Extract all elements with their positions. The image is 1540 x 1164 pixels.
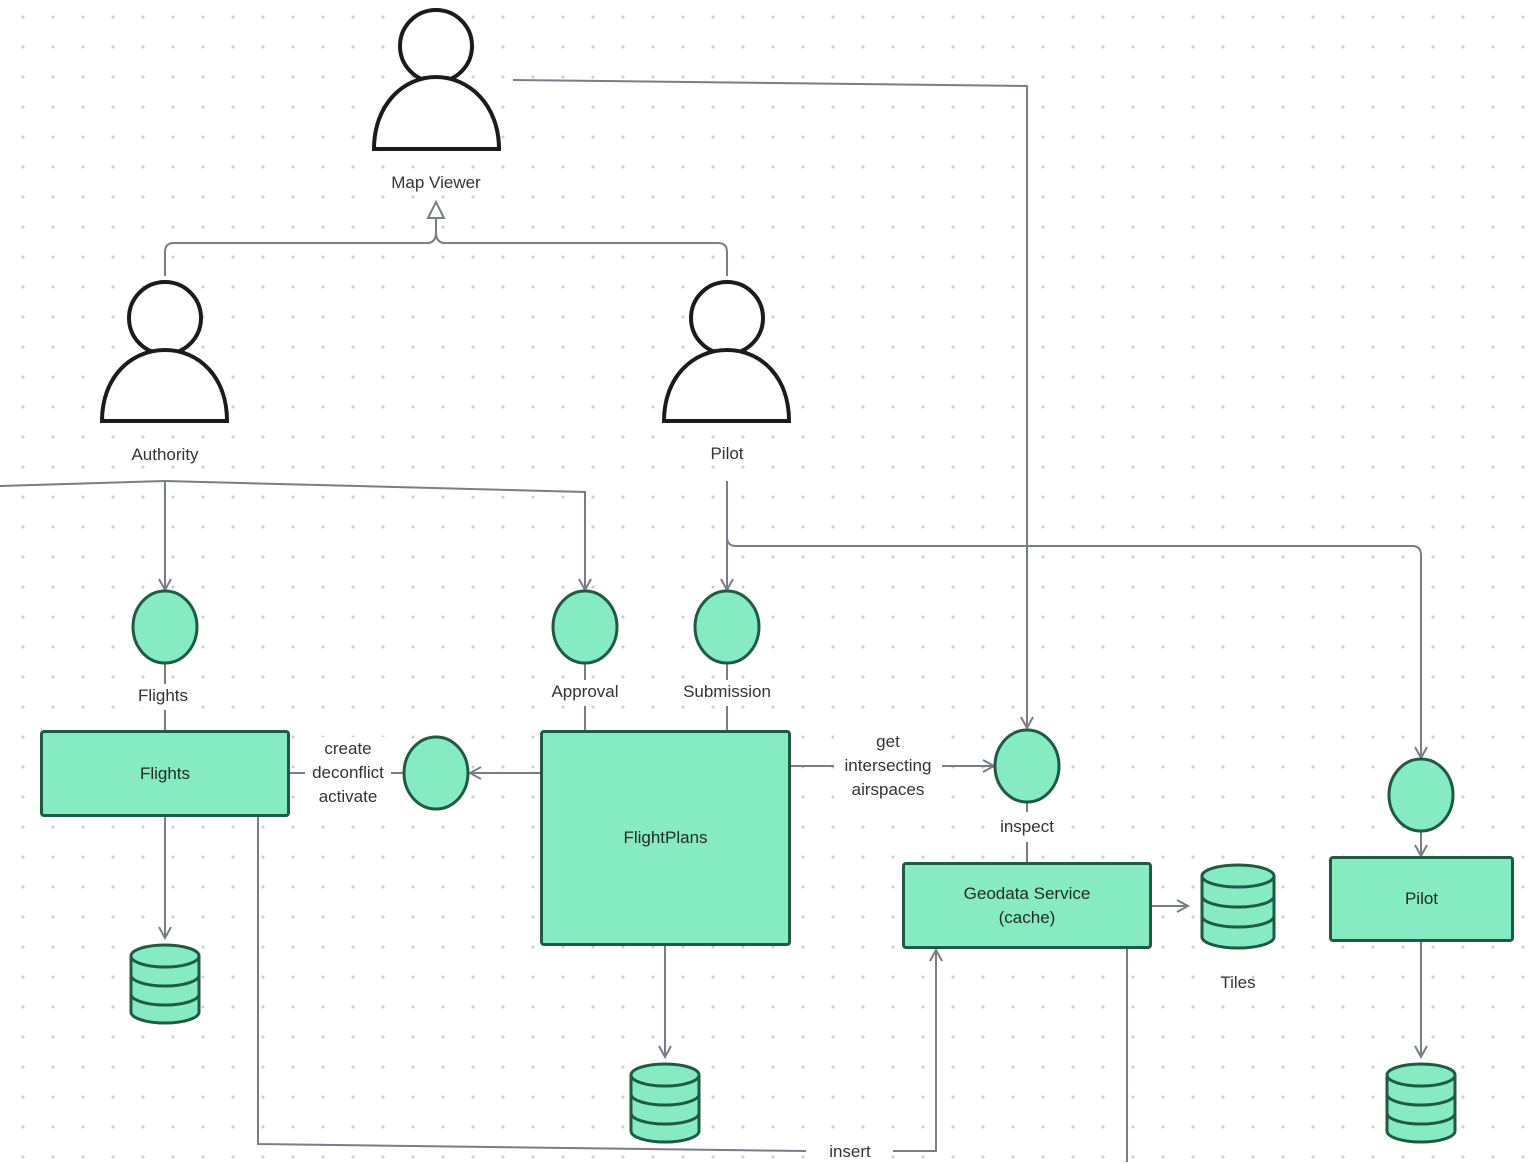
connector-mapviewer-inspect: [512, 79, 1027, 728]
label-get-intersecting-airspaces: get intersecting airspaces: [834, 730, 942, 802]
interface-flights-label: Flights: [125, 684, 201, 708]
interface-create-circle[interactable]: [402, 735, 470, 811]
component-flightplans[interactable]: FlightPlans: [540, 730, 791, 946]
connector-pilot-pilotinterface: [726, 505, 1421, 758]
database-flightplans-icon: [629, 1062, 701, 1144]
component-pilot[interactable]: Pilot: [1329, 856, 1514, 942]
interface-pilot-circle[interactable]: [1387, 757, 1455, 833]
label-tiles: Tiles: [1220, 973, 1256, 992]
interface-submission-circle[interactable]: [693, 589, 761, 665]
database-pilot-icon: [1385, 1062, 1457, 1144]
database-tiles-icon: [1200, 863, 1276, 950]
connector-pilot-mapviewer: [435, 231, 728, 276]
component-geodata-service[interactable]: Geodata Service (cache): [902, 862, 1152, 949]
actor-pilot-label: Pilot: [710, 444, 744, 463]
actor-authority-label: Authority: [131, 445, 199, 464]
actor-authority-icon: [99, 280, 230, 423]
component-flightplans-label: FlightPlans: [623, 828, 708, 847]
connector-insert-geodata: [893, 950, 936, 1152]
connector-flights-insert: [257, 817, 807, 1152]
connector-authority-approval: [164, 480, 585, 590]
actor-map-viewer-icon: [371, 8, 502, 151]
label-create-deconflict-activate: create deconflict activate: [305, 737, 391, 809]
connector-authority-mapviewer: [164, 210, 436, 276]
actor-pilot-icon: [661, 280, 792, 423]
interface-submission-label: Submission: [676, 680, 778, 704]
database-flights-icon: [129, 943, 201, 1025]
component-flights-label: Flights: [139, 763, 191, 783]
interface-approval-label: Approval: [543, 680, 627, 704]
actor-map-viewer-label: Map Viewer: [391, 173, 481, 192]
component-geodata-label: Geodata Service (cache): [963, 883, 1091, 927]
interface-inspect-label: inspect: [989, 815, 1065, 839]
component-pilot-label: Pilot: [1404, 889, 1439, 908]
interface-inspect-circle[interactable]: [993, 728, 1061, 804]
interface-flights-circle[interactable]: [131, 589, 199, 665]
interface-approval-circle[interactable]: [551, 589, 619, 665]
label-insert: insert: [810, 1140, 890, 1164]
connector-authority-offscreen: [0, 480, 166, 487]
component-flights[interactable]: Flights: [40, 730, 290, 817]
